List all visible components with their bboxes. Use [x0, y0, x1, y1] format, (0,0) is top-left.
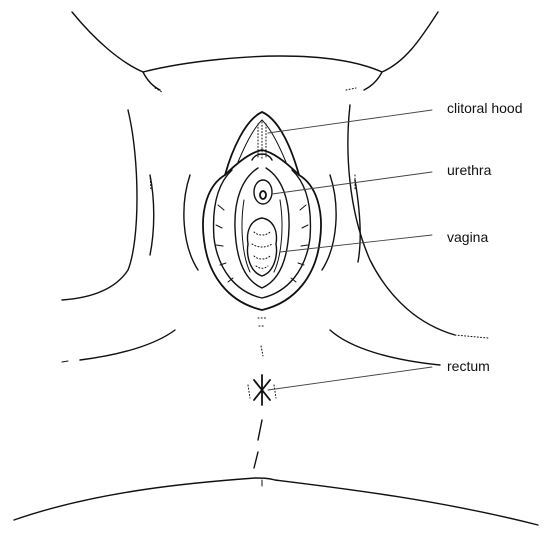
label-urethra: urethra [447, 162, 492, 178]
rectum-drawing [248, 318, 276, 405]
leader-lines [268, 110, 432, 390]
label-clitoral-hood: clitoral hood [447, 100, 523, 116]
urethra-drawing [254, 180, 272, 204]
left-thigh [62, 110, 175, 362]
label-vagina: vagina [447, 229, 488, 245]
buttocks-outline [14, 420, 538, 525]
upper-body-outline [72, 12, 438, 92]
clitoral-hood-drawing [225, 112, 299, 175]
labels: clitoral hood urethra vagina rectum [447, 100, 523, 374]
leader-vagina [280, 235, 432, 252]
label-rectum: rectum [447, 358, 490, 374]
inner-labia [235, 168, 289, 288]
vagina-drawing [248, 218, 277, 276]
leader-clitoral-hood [268, 110, 432, 133]
leader-rectum [268, 367, 432, 390]
